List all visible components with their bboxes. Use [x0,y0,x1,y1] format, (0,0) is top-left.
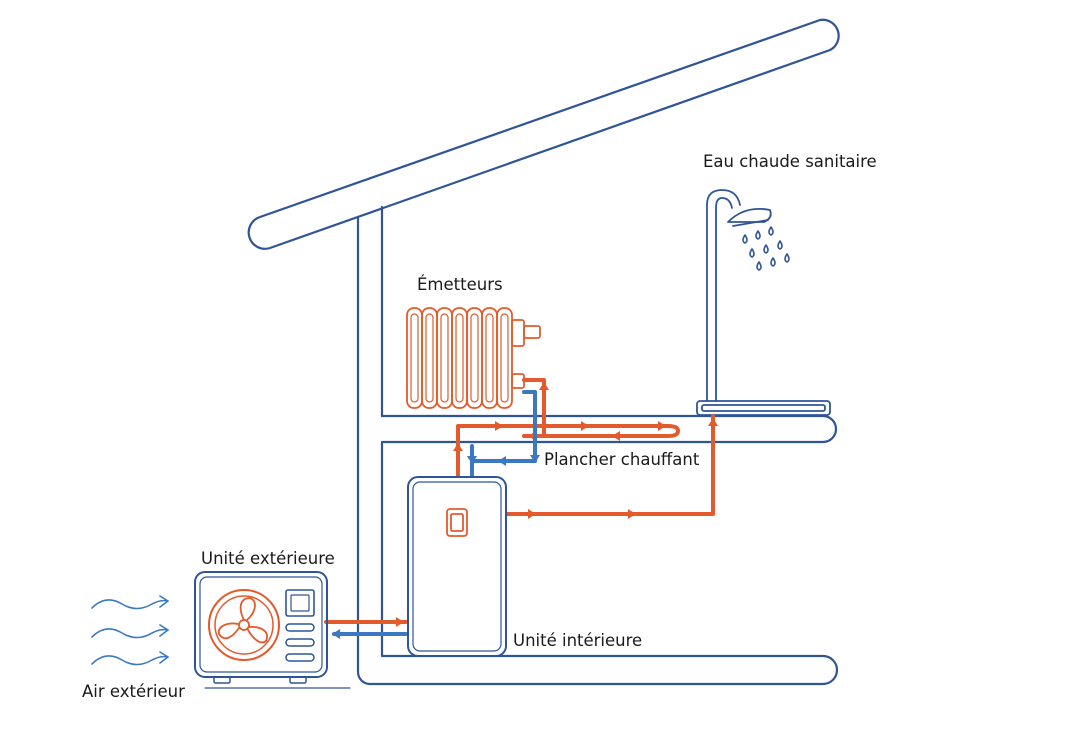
indoor-unit [407,476,507,657]
air-flow-icon [91,595,169,666]
radiator-icon [406,307,541,409]
label-indoor-unit: Unité intérieure [513,631,642,650]
shower-tray [696,400,831,416]
fan-icon [208,589,280,661]
hot-pipes [324,378,715,624]
control-panel-icon [446,508,468,537]
floor-slab [380,414,839,686]
shower-icon [696,189,831,416]
house-wall [356,215,825,686]
label-outdoor-air: Air extérieur [82,682,185,701]
roof [247,18,840,250]
label-floor-heating: Plancher chauffant [544,450,700,469]
label-emitters: Émetteurs [417,275,503,294]
cold-arrows [332,455,540,639]
label-outdoor-unit: Unité extérieure [201,549,335,568]
label-hot-water: Eau chaude sanitaire [703,152,877,171]
house-structure [247,18,840,686]
outdoor-unit [194,571,351,689]
